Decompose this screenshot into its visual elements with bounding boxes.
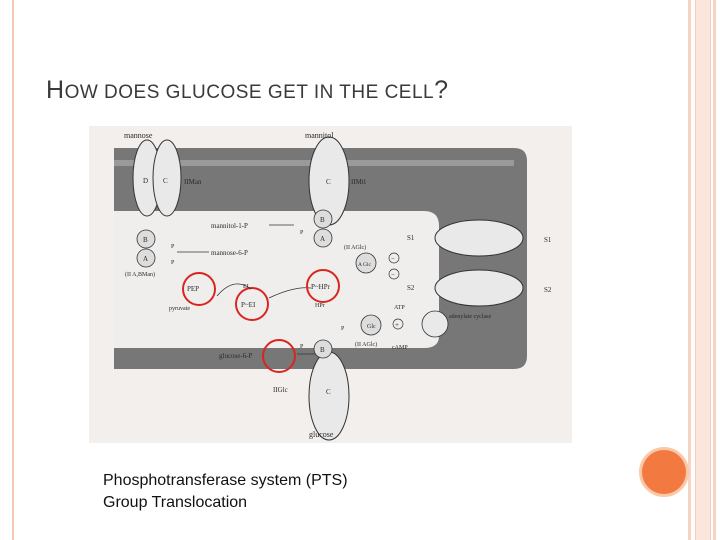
label-a-man: A [143, 255, 148, 263]
caption: Phosphotransferase system (PTS) Group Tr… [103, 470, 348, 514]
cytoplasm [114, 211, 439, 348]
label-plus: + [395, 321, 399, 329]
label-c-mtl: C [326, 178, 331, 186]
label-iiglc: IIGlc [273, 386, 288, 394]
transporter-s1 [435, 220, 523, 256]
label-pep: PEP [187, 285, 199, 293]
caption-line-1: Phosphotransferase system (PTS) [103, 470, 348, 492]
label-camp: cAMP [392, 345, 408, 351]
label-a-glc-low: Glc [367, 324, 376, 330]
label-mannose: mannose [124, 131, 153, 140]
right-border-band [695, 0, 711, 540]
label-minus-2: − [391, 271, 395, 279]
left-border-line [12, 0, 14, 540]
transporter-c-glc [309, 352, 349, 440]
label-p-ei: P~EI [241, 301, 256, 309]
label-b-mtl: B [320, 216, 325, 224]
label-glucose-6-p: glucose-6-P [219, 352, 253, 360]
adenylate-cyclase-shape [422, 311, 448, 337]
slide-title: HOW DOES GLUCOSE GET IN THE CELL? [46, 76, 449, 105]
transporter-s2 [435, 270, 523, 306]
label-ii-ab-man: (II A,BMan) [125, 271, 155, 278]
label-p-hpr: P~HPr [311, 283, 331, 291]
label-c-glc: C [326, 388, 331, 396]
title-question-mark: ? [434, 76, 448, 104]
right-border-stripe [688, 0, 691, 540]
label-minus-1: − [391, 255, 395, 263]
label-iiman: IIMan [184, 178, 202, 186]
label-ii-a-glc-top: (II AGlc) [344, 244, 366, 251]
label-mannose-6-p: mannose-6-P [211, 249, 248, 257]
label-b-glc: B [320, 346, 325, 354]
label-s1-out: S1 [544, 236, 552, 244]
label-glucose: glucose [309, 430, 334, 439]
label-adenylate-cyclase: adenylate cyclase [449, 314, 491, 320]
title-text: OW DOES GLUCOSE GET IN THE CELL [65, 82, 435, 103]
label-s1: S1 [407, 234, 415, 242]
label-pyruvate: pyruvate [169, 306, 190, 312]
right-border-stripe-outer [713, 0, 716, 540]
label-ii-a-glc-low: (II AGlc) [355, 341, 377, 348]
label-d: D [143, 177, 148, 185]
label-mannitol-1-p: mannitol-1-P [211, 222, 248, 230]
label-b-man: B [143, 236, 148, 244]
decorative-orange-dot [642, 450, 686, 494]
label-s2-out: S2 [544, 286, 552, 294]
label-iimtl: IIMtl [351, 178, 366, 186]
title-initial: H [46, 76, 65, 104]
label-atp: ATP [394, 305, 405, 311]
label-c-man: C [163, 177, 168, 185]
label-s2: S2 [407, 284, 415, 292]
label-a-mtl: A [320, 235, 325, 243]
label-a-glc: A Glc [358, 262, 372, 268]
caption-line-2: Group Translocation [103, 492, 348, 514]
label-hpr: HPr [315, 303, 325, 309]
pts-diagram: D C IIMan mannose C IIMtl mannitol B A m… [89, 126, 572, 443]
label-mannitol: mannitol [305, 131, 334, 140]
